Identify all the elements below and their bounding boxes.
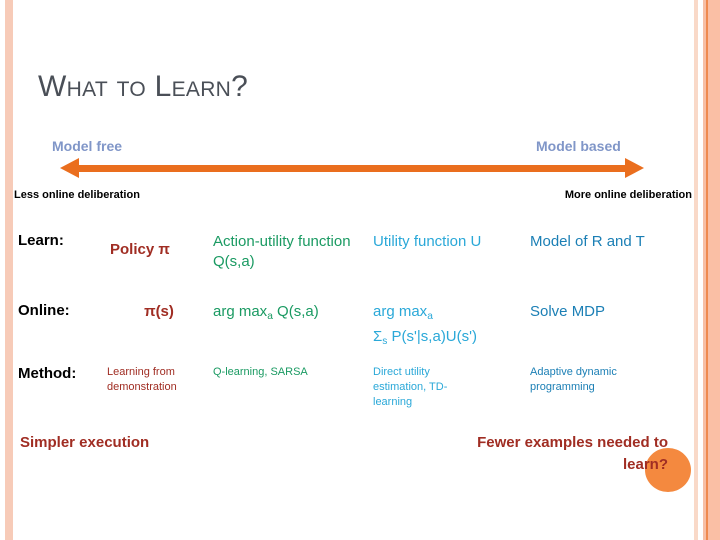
axis-label-model-free: Model free [52,138,123,154]
argmax-text: arg max [213,303,268,320]
cell-method-q-learning-sarsa: Q-learning, SARSA [213,366,308,378]
right-border-stripe-4 [708,0,720,540]
note-less-online-deliberation: Less online deliberation [14,189,140,201]
cell-online-solve-mdp: Solve MDP [530,303,606,320]
transition-expression: P(s'|s,a)U(s') [387,327,477,345]
row-label-method: Method: [18,365,77,382]
sigma-icon: Σ [373,327,383,345]
cell-method-direct-utility-estimation: Direct utility estimation, TD-learning [373,366,448,408]
arrow-right-head-icon [625,158,644,178]
cell-online-policy-s: π(s) [144,303,174,320]
sigma-subscript: s [382,335,388,347]
callout-fewer-examples: Fewer examples needed to learn? [477,434,668,473]
right-border-stripe-3 [706,0,708,540]
right-border-stripe-1 [694,0,698,540]
cell-online-argmax-sum: arg maxa Σs P(s'|s,a)U(s') [373,302,523,352]
callout-simpler-execution: Simpler execution [20,434,150,451]
left-border-stripe [5,0,13,540]
cell-online-argmax-q: arg maxa Q(s,a) [213,302,363,327]
argmax-subscript: a [427,310,433,322]
argmax-text: arg max [373,303,428,320]
argmax-tail: Q(s,a) [272,303,319,320]
double-headed-arrow [58,155,652,181]
axis-label-model-based: Model based [536,138,621,154]
cell-learn-utility: Utility function U [373,233,482,250]
row-label-learn: Learn: [18,232,64,249]
arrow-shaft [76,165,634,172]
right-border-stripe-2 [703,0,706,540]
cell-learn-policy: Policy π [110,241,170,258]
cell-method-adaptive-dynamic-programming: Adaptive dynamic programming [530,366,617,393]
note-more-online-deliberation: More online deliberation [564,189,692,201]
slide-title: What to Learn? [38,70,249,103]
orange-circle-decoration [645,448,691,492]
arrow-left-head-icon [60,158,79,178]
row-label-online: Online: [18,302,70,319]
cell-learn-action-utility: Action-utility function Q(s,a) [213,233,351,270]
argmax-subscript: a [267,310,273,322]
cell-method-learning-from-demonstration: Learning from demonstration [107,366,177,393]
cell-learn-model: Model of R and T [530,233,645,250]
